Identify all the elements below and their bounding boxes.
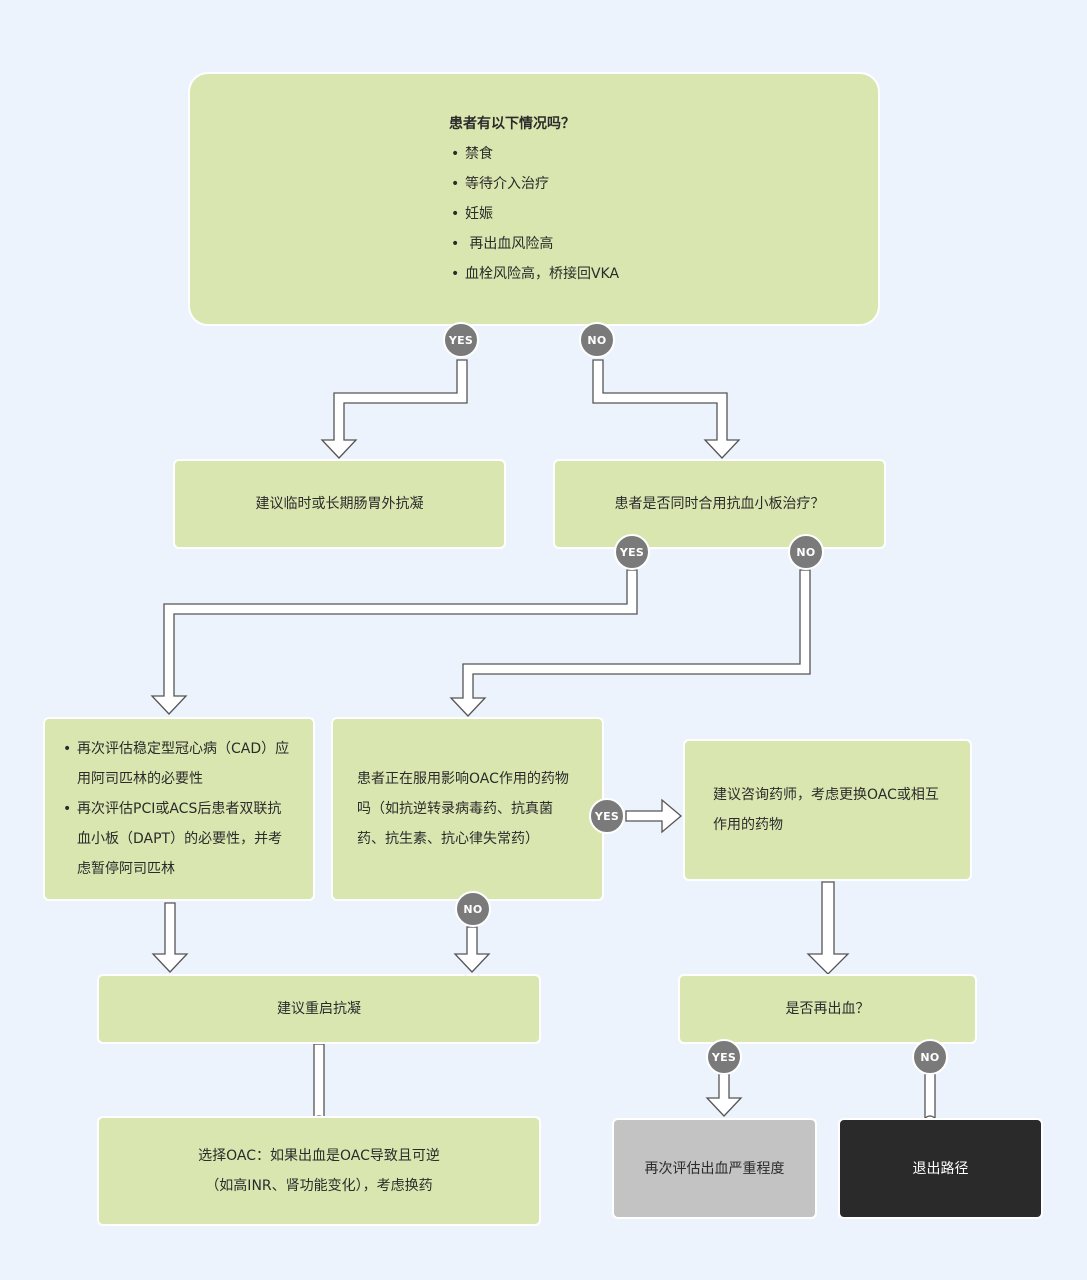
- top-question-list: 禁食 等待介入治疗 妊娠 再出血风险高 血栓风险高，桥接回VKA: [449, 139, 619, 289]
- choose-oac-line2: （如高INR、肾功能变化），考虑换药: [205, 1178, 433, 1194]
- arrow-top-yes: [320, 359, 468, 459]
- box-reassess-antiplatelet: 再次评估稳定型冠心病（CAD）应用阿司匹林的必要性 再次评估PCI或ACS后患者…: [43, 717, 315, 901]
- pharmacist-text: 建议咨询药师，考虑更换OAC或相互作用的药物: [713, 787, 939, 833]
- badge-antiplatelet-yes: YES: [614, 534, 650, 570]
- line-rebleed-exit: [924, 1073, 936, 1121]
- box-parenteral: 建议临时或长期肠胃外抗凝: [173, 459, 506, 549]
- reassess-item-dapt: 再次评估PCI或ACS后患者双联抗血小板（DAPT）的必要性，并考虑暂停阿司匹林: [61, 794, 295, 884]
- top-question-item: 妊娠: [449, 199, 619, 229]
- arrow-pharmacist-down: [806, 881, 850, 975]
- reassess-list: 再次评估稳定型冠心病（CAD）应用阿司匹林的必要性 再次评估PCI或ACS后患者…: [61, 734, 295, 884]
- badge-drug-no: NO: [455, 891, 491, 927]
- top-question-title: 患者有以下情况吗？: [448, 116, 575, 132]
- box-pharmacist: 建议咨询药师，考虑更换OAC或相互作用的药物: [683, 739, 972, 881]
- badge-top-yes: YES: [443, 322, 479, 358]
- reassess-item-cad: 再次评估稳定型冠心病（CAD）应用阿司匹林的必要性: [61, 734, 295, 794]
- arrow-drug-no: [453, 926, 491, 973]
- arrow-ap-yes: [150, 569, 638, 715]
- badge-rebleed-no: NO: [912, 1039, 948, 1075]
- arrow-top-no: [592, 359, 741, 459]
- box-reassess-severity: 再次评估出血严重程度: [612, 1118, 817, 1219]
- box-restart: 建议重启抗凝: [97, 974, 541, 1044]
- drug-question-text: 患者正在服用影响OAC作用的药物吗（如抗逆转录病毒药、抗真菌药、抗生素、抗心律失…: [357, 771, 569, 847]
- line-restart-choose: [313, 1043, 325, 1119]
- arrow-ap-no: [449, 569, 811, 717]
- top-question-item: 等待介入治疗: [449, 169, 619, 199]
- box-exit-pathway: 退出路径: [838, 1118, 1043, 1219]
- arrow-reassess-down: [151, 902, 189, 973]
- box-drug-question: 患者正在服用影响OAC作用的药物吗（如抗逆转录病毒药、抗真菌药、抗生素、抗心律失…: [331, 717, 604, 901]
- arrow-rebleed-yes: [705, 1073, 743, 1117]
- box-antiplatelet-question: 患者是否同时合用抗血小板治疗？: [553, 459, 886, 549]
- badge-top-no: NO: [579, 322, 615, 358]
- top-question-item: 再出血风险高: [449, 229, 619, 259]
- choose-oac-line1: 选择OAC：如果出血是OAC导致且可逆: [198, 1148, 440, 1164]
- badge-rebleed-yes: YES: [706, 1039, 742, 1075]
- box-rebleed-question: 是否再出血？: [678, 974, 977, 1044]
- top-question-item: 血栓风险高，桥接回VKA: [449, 259, 619, 289]
- badge-antiplatelet-no: NO: [788, 534, 824, 570]
- box-top-question: 患者有以下情况吗？ 禁食 等待介入治疗 妊娠 再出血风险高 血栓风险高，桥接回V…: [188, 72, 880, 326]
- box-choose-oac: 选择OAC：如果出血是OAC导致且可逆 （如高INR、肾功能变化），考虑换药: [97, 1116, 541, 1226]
- top-question-item: 禁食: [449, 139, 619, 169]
- arrow-drug-yes: [625, 798, 683, 834]
- badge-drug-yes: YES: [589, 798, 625, 834]
